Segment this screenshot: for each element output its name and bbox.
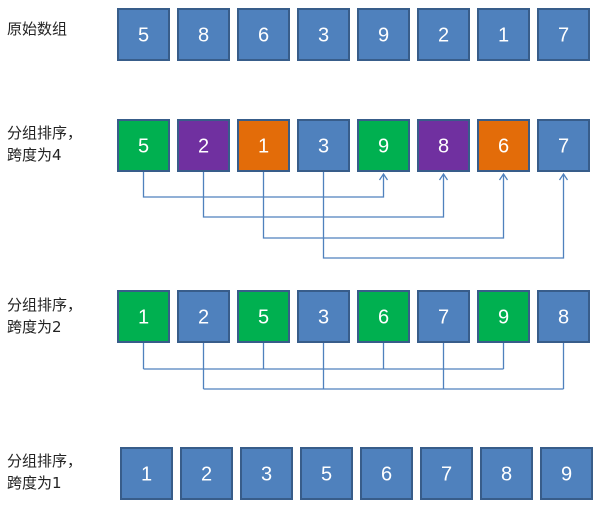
array-cell — [357, 8, 410, 61]
array-cell — [177, 8, 230, 61]
cell-value: 6 — [378, 307, 389, 329]
cell-value: 5 — [138, 136, 149, 158]
cell-value: 2 — [201, 464, 212, 486]
cell-value: 8 — [501, 464, 512, 486]
cell-value: 9 — [378, 136, 389, 158]
cell-value: 7 — [558, 25, 569, 47]
cell-value: 2 — [438, 25, 449, 47]
cell-value: 6 — [498, 136, 509, 158]
group-connector — [322, 172, 565, 259]
cell-value: 3 — [261, 464, 272, 486]
row-label-line: 跨度为4 — [7, 146, 62, 164]
cell-value: 3 — [318, 307, 329, 329]
array-cell — [357, 290, 410, 343]
arrow-head-icon — [378, 172, 389, 181]
array-cell — [177, 290, 230, 343]
array-cell — [180, 447, 233, 500]
cell-value: 6 — [258, 25, 269, 47]
cell-value: 1 — [498, 25, 509, 47]
arrow-head-icon — [498, 172, 509, 181]
array-cell — [540, 447, 593, 500]
cell-value: 9 — [498, 307, 509, 329]
array-cell — [297, 8, 350, 61]
row-label-line: 跨度为1 — [7, 474, 62, 492]
array-cell — [537, 8, 590, 61]
row-label-line: 分组排序， — [7, 296, 83, 314]
array-cell — [477, 290, 530, 343]
cell-value: 3 — [318, 25, 329, 47]
array-cell — [537, 290, 590, 343]
array-cell — [480, 447, 533, 500]
row-label: 分组排序， 跨度为1 — [7, 450, 82, 494]
array-cell — [357, 119, 410, 172]
row-label-line: 原始数组 — [7, 20, 68, 38]
cell-value: 8 — [558, 307, 569, 329]
array-cell — [420, 447, 473, 500]
array-cell — [117, 8, 170, 61]
array-cell — [417, 290, 470, 343]
row-label: 分组排序， 跨度为4 — [7, 122, 82, 166]
array-cell — [297, 119, 350, 172]
cell-value: 7 — [438, 307, 449, 329]
row-label-line: 分组排序， — [7, 452, 83, 470]
cell-value: 6 — [381, 464, 392, 486]
group-connector — [262, 172, 505, 239]
cell-value: 5 — [321, 464, 332, 486]
array-cell — [297, 290, 350, 343]
array-cell — [417, 8, 470, 61]
array-cell — [117, 290, 170, 343]
array-cell — [237, 119, 290, 172]
array-cell — [120, 447, 173, 500]
array-cell — [177, 119, 230, 172]
array-cell — [300, 447, 353, 500]
cell-value: 1 — [138, 307, 149, 329]
array-cell — [537, 119, 590, 172]
cell-value: 7 — [441, 464, 452, 486]
array-cell — [237, 8, 290, 61]
cell-value: 3 — [318, 136, 329, 158]
array-cell — [117, 119, 170, 172]
array-cell — [237, 290, 290, 343]
cell-value: 1 — [141, 464, 152, 486]
arrow-head-icon — [558, 172, 569, 181]
cell-value: 8 — [438, 136, 449, 158]
array-cell — [477, 119, 530, 172]
array-cell — [240, 447, 293, 500]
cell-value: 9 — [561, 464, 572, 486]
row-label-line: 跨度为2 — [7, 318, 62, 336]
array-cell — [417, 119, 470, 172]
cell-value: 1 — [258, 136, 269, 158]
array-cell — [477, 8, 530, 61]
arrow-head-icon — [438, 172, 449, 181]
row-label: 分组排序， 跨度为2 — [7, 294, 82, 338]
row-label-line: 分组排序， — [7, 124, 83, 142]
cell-value: 5 — [138, 25, 149, 47]
cell-value: 2 — [198, 136, 209, 158]
cell-value: 8 — [198, 25, 209, 47]
cell-value: 5 — [258, 307, 269, 329]
row-label: 原始数组 — [7, 18, 67, 40]
cell-value: 9 — [378, 25, 389, 47]
cell-value: 7 — [558, 136, 569, 158]
cell-value: 2 — [198, 307, 209, 329]
array-cell — [360, 447, 413, 500]
